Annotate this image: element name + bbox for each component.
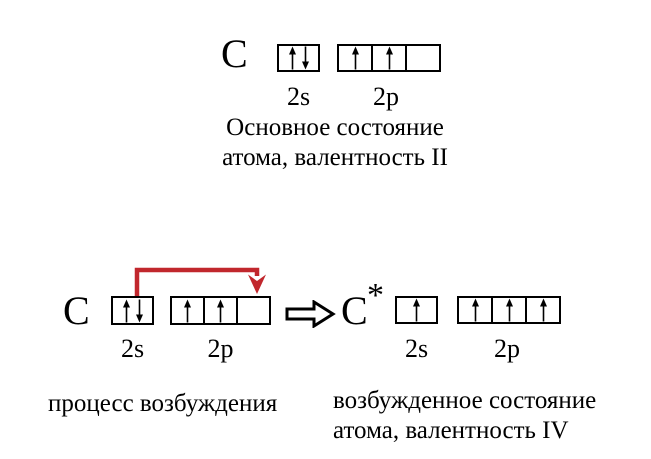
electron-up-arrow-icon: [184, 299, 191, 322]
electron-up-arrow-icon: [351, 46, 359, 70]
orbital-box-2p-3: [525, 296, 561, 324]
electron-up-arrow-icon: [122, 299, 130, 322]
element-symbol: C: [341, 288, 368, 333]
orbital-box-2p-1: [337, 44, 373, 72]
orbital-box-2p-3: [405, 44, 441, 72]
orbital-box-2s: [277, 44, 320, 72]
orbital-label-2s: 2s: [404, 334, 429, 363]
orbital-label-2p: 2p: [207, 334, 234, 363]
element-symbol: C: [221, 31, 248, 76]
caption-line: Основное состояние: [226, 114, 444, 141]
caption-line: атома, валентность IV: [333, 417, 569, 444]
red-excitation-arrow-icon: [134, 267, 266, 296]
element-symbol: C: [63, 288, 90, 333]
orbital-box-2p-3: [236, 296, 271, 325]
orbital-boxes-2p: [170, 296, 271, 325]
electron-up-arrow-icon: [539, 298, 547, 322]
excited-asterisk: *: [367, 277, 384, 314]
caption-line: атома, валентность II: [222, 144, 448, 171]
electron-up-arrow-icon: [505, 298, 513, 322]
ground-state-caption: Основное состояние атома, валентность II: [158, 113, 512, 173]
orbital-box-2s: [111, 296, 154, 325]
right-block-arrow-icon: [285, 300, 336, 328]
orbital-box-2p-2: [371, 44, 407, 72]
electron-up-arrow-icon: [413, 298, 420, 322]
orbital-box-2p-1: [170, 296, 205, 325]
electron-down-arrow-icon: [301, 46, 309, 70]
orbital-box-2p-2: [203, 296, 238, 325]
orbital-box-2p-2: [491, 296, 527, 324]
orbital-label-2p: 2p: [494, 334, 520, 363]
element-symbol-excited: C *: [341, 279, 384, 333]
caption-line: возбужденное состояние: [333, 387, 597, 414]
orbital-box-2s: [395, 296, 438, 324]
orbital-boxes-2p: [457, 296, 561, 324]
electron-up-arrow-icon: [385, 46, 393, 70]
excitation-process-caption: процесс возбуждения: [48, 390, 278, 417]
electron-up-arrow-icon: [288, 46, 296, 70]
orbital-label-2s: 2s: [120, 334, 145, 363]
orbital-boxes-2p: [337, 44, 441, 72]
electron-up-arrow-icon: [217, 299, 224, 322]
excited-state-caption: возбужденное состояние атома, валентност…: [333, 386, 596, 446]
orbital-label-2s: 2s: [286, 82, 311, 111]
electron-up-arrow-icon: [471, 298, 479, 322]
electron-down-arrow-icon: [135, 299, 143, 322]
orbital-label-2p: 2p: [373, 82, 399, 111]
orbital-box-2p-1: [457, 296, 493, 324]
